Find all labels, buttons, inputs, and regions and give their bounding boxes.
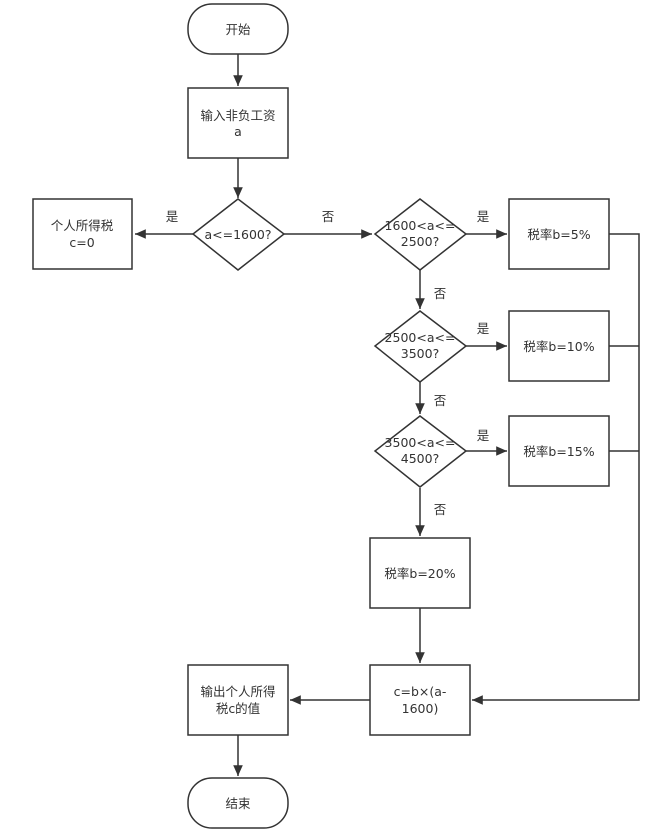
zero-tax-label-line2: c=0 bbox=[69, 235, 94, 250]
input-label-line2: a bbox=[234, 124, 242, 139]
label-no-2: 否 bbox=[434, 286, 447, 301]
cond2-decision-shape bbox=[373, 198, 468, 271]
calc-label-line1: c=b×(a- bbox=[394, 684, 447, 699]
cond1-node: a<=1600? bbox=[191, 198, 286, 271]
rate5-process-shape bbox=[508, 198, 610, 270]
input-node: 输入非负工资 a bbox=[187, 87, 289, 159]
calc-label-line2: 1600) bbox=[402, 701, 439, 716]
input-label-line1: 输入非负工资 bbox=[200, 108, 275, 123]
cond2-node: 1600<a<= 2500? bbox=[373, 198, 468, 271]
output-node: 输出个人所得 税c的值 bbox=[187, 664, 289, 736]
label-yes-2: 是 bbox=[477, 209, 490, 224]
cond3-label-line1: 2500<a<= bbox=[385, 330, 456, 345]
zero-tax-node: 个人所得税 c=0 bbox=[32, 198, 133, 270]
start-label: 开始 bbox=[225, 22, 251, 37]
start-terminal-shape bbox=[187, 3, 289, 55]
rate15-process-shape bbox=[508, 415, 610, 487]
label-no-4: 否 bbox=[434, 502, 447, 517]
cond1-decision-shape bbox=[191, 198, 286, 271]
calc-process-shape bbox=[369, 664, 471, 736]
label-yes-3: 是 bbox=[477, 321, 490, 336]
calc-node: c=b×(a- 1600) bbox=[369, 664, 471, 736]
end-terminal-shape bbox=[187, 777, 289, 829]
label-no-3: 否 bbox=[434, 393, 447, 408]
rate5-node: 税率b=5% bbox=[508, 198, 610, 270]
end-label: 结束 bbox=[225, 796, 251, 811]
output-label-line2: 税c的值 bbox=[216, 701, 260, 716]
edge-rates-merge-bus bbox=[472, 233, 640, 705]
cond4-node: 3500<a<= 4500? bbox=[373, 415, 468, 488]
label-yes-1: 是 bbox=[166, 209, 179, 224]
cond4-label-line2: 4500? bbox=[401, 451, 439, 466]
label-no-1: 否 bbox=[322, 209, 335, 224]
input-process-shape bbox=[187, 87, 289, 159]
rate10-node: 税率b=10% bbox=[508, 310, 610, 382]
rate20-process-shape bbox=[369, 537, 471, 609]
end-node: 结束 bbox=[187, 777, 289, 829]
edge-labels: 是 否 是 否 是 否 是 否 bbox=[166, 209, 490, 517]
cond3-decision-shape bbox=[373, 310, 468, 383]
rate15-node: 税率b=15% bbox=[508, 415, 610, 487]
rate10-process-shape bbox=[508, 310, 610, 382]
rate5-label: 税率b=5% bbox=[527, 227, 590, 242]
output-label-line1: 输出个人所得 bbox=[200, 684, 275, 699]
cond2-label-line1: 1600<a<= bbox=[385, 218, 456, 233]
rate20-node: 税率b=20% bbox=[369, 537, 471, 609]
zero-tax-label-line1: 个人所得税 bbox=[51, 218, 114, 233]
zero-tax-process-shape bbox=[32, 198, 133, 270]
rate20-label: 税率b=20% bbox=[384, 566, 455, 581]
edges bbox=[135, 54, 640, 776]
cond4-label-line1: 3500<a<= bbox=[385, 435, 456, 450]
cond1-label: a<=1600? bbox=[204, 227, 271, 242]
cond3-node: 2500<a<= 3500? bbox=[373, 310, 468, 383]
start-node: 开始 bbox=[187, 3, 289, 55]
output-process-shape bbox=[187, 664, 289, 736]
cond2-label-line2: 2500? bbox=[401, 234, 439, 249]
cond4-decision-shape bbox=[373, 415, 468, 488]
rate10-label: 税率b=10% bbox=[523, 339, 594, 354]
rate15-label: 税率b=15% bbox=[523, 444, 594, 459]
label-yes-4: 是 bbox=[477, 428, 490, 443]
cond3-label-line2: 3500? bbox=[401, 346, 439, 361]
